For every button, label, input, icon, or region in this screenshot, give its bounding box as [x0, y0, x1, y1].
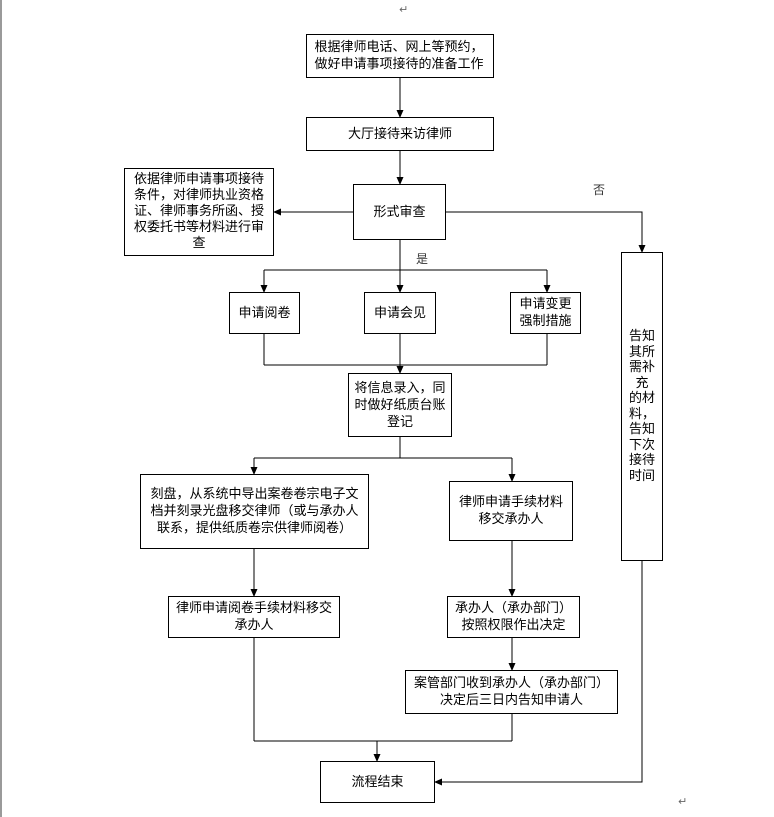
label-no: 否 [593, 183, 606, 197]
node-apply-read: 申请阅卷 [229, 292, 300, 334]
node-disc: 刻盘，从系统中导出案卷卷宗电子文 档并刻录光盘移交律师（或与承办人 联系，提供纸… [140, 474, 369, 549]
node-reception: 大厅接待来访律师 [306, 117, 494, 151]
node-supplement: 告知 其所 需补 充 的材 料， 告知 下次 接待 时间 [621, 252, 663, 561]
node-apply-change: 申请变更 强制措施 [510, 292, 581, 334]
paragraph-mark-bottom: ↵ [678, 795, 688, 808]
node-reserve: 根据律师电话、网上等预约， 做好申请事项接待的准备工作 [306, 34, 494, 78]
node-transfer-materials: 律师申请手续材料 移交承办人 [449, 481, 573, 541]
arrow-review-to-supplement [446, 211, 646, 253]
node-record: 将信息录入，同 时做好纸质台账 登记 [348, 373, 452, 437]
label-yes: 是 [416, 252, 429, 266]
paragraph-mark-top: ↵ [399, 3, 409, 16]
arrow-supplement-to-end [434, 561, 643, 786]
node-notify: 案管部门收到承办人（承办部门） 决定后三日内告知申请人 [405, 670, 618, 714]
node-end: 流程结束 [320, 761, 435, 803]
node-transfer-read: 律师申请阅卷手续材料移交 承办人 [168, 596, 340, 638]
node-handler-decide: 承办人（承办部门） 按照权限作出决定 [447, 596, 580, 638]
node-review: 形式审查 [353, 184, 446, 240]
node-review-note: 依据律师申请事项接待 条件，对律师执业资格 证、律师事务所函、授 权委托书等材料… [124, 168, 274, 256]
node-apply-meet: 申请会见 [364, 292, 436, 334]
